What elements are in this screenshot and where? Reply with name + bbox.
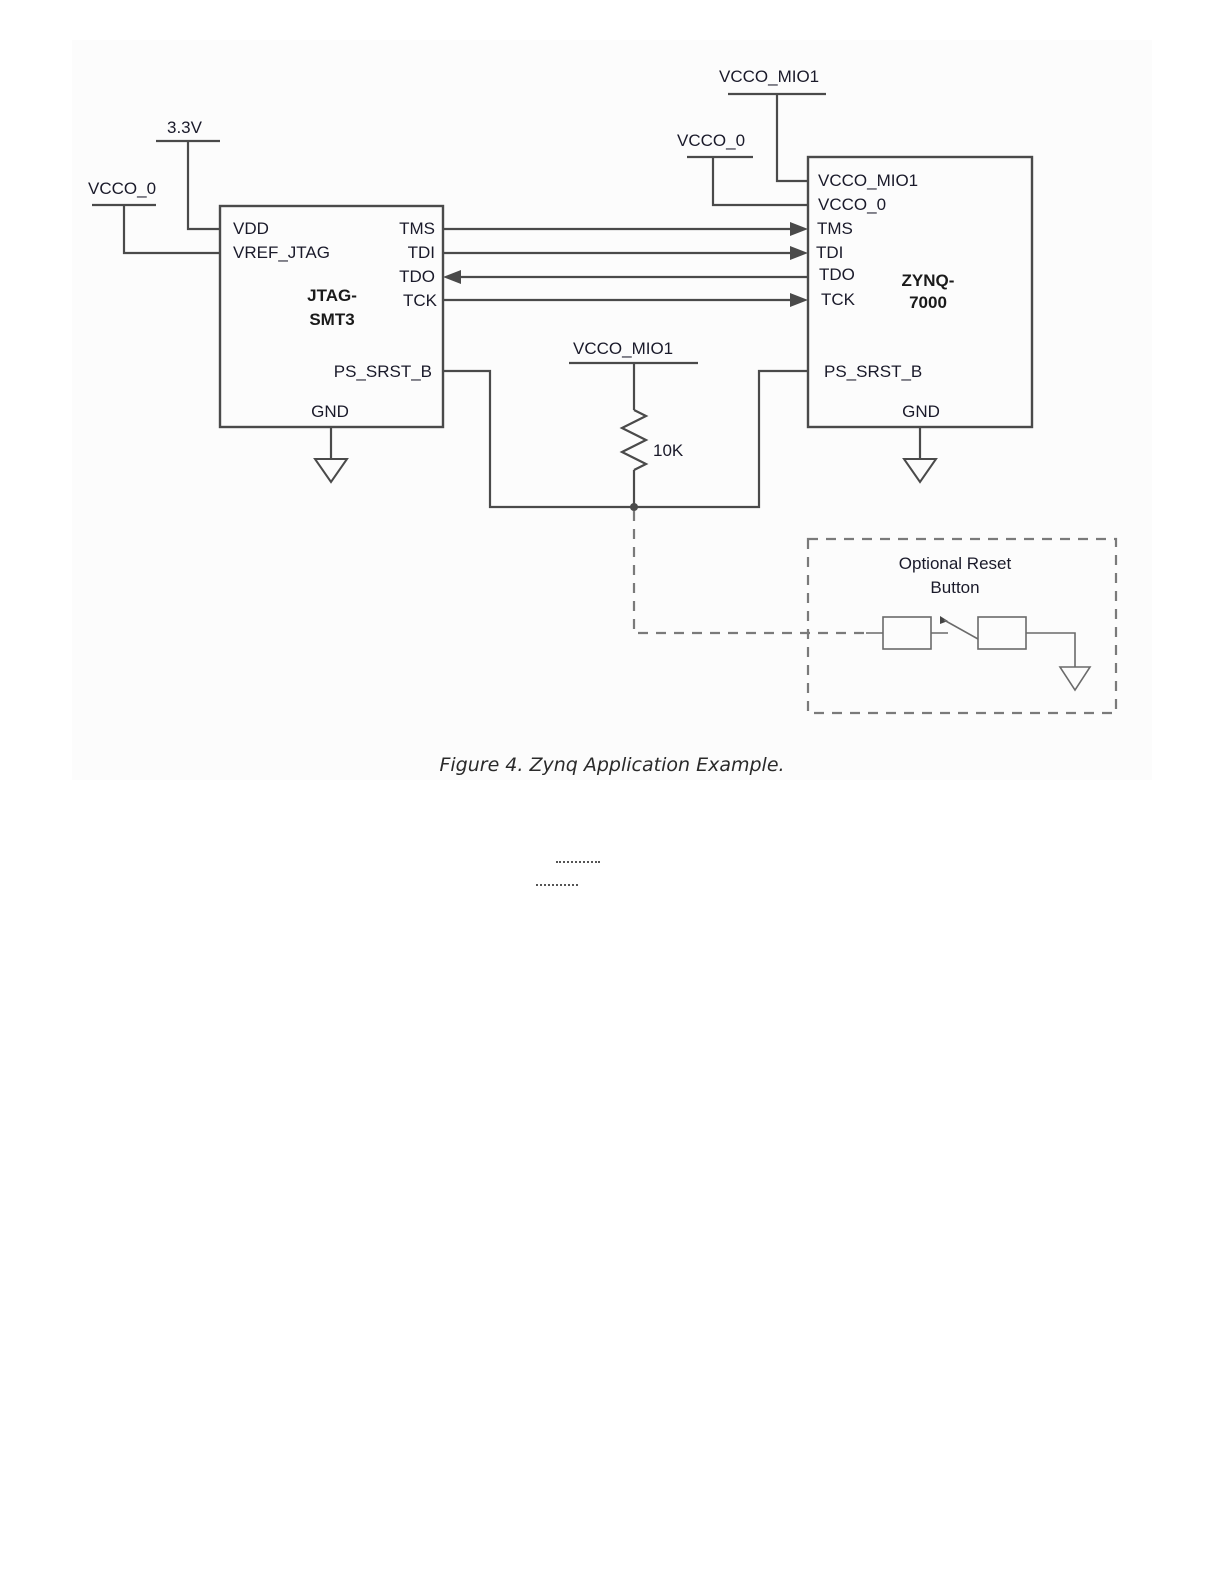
supply-label-vcco-mio1-top: VCCO_MIO1: [719, 67, 819, 86]
jtag-block-title-1: JTAG-: [307, 286, 357, 305]
switch-lever-icon: [943, 619, 979, 640]
zynq-pin-tdo: TDO: [819, 265, 855, 284]
zynq-pin-gnd: GND: [902, 402, 940, 421]
optional-block-title-1: Optional Reset: [899, 554, 1012, 573]
optional-reset-button-block: [806, 537, 1118, 715]
jtag-pin-tms: TMS: [399, 219, 435, 238]
supply-label-vcco-mio1-pullup: VCCO_MIO1: [573, 339, 673, 358]
resistor-icon: [619, 409, 649, 471]
zynq-pin-tdi: TDI: [816, 243, 843, 262]
resistor-value-label: 10K: [653, 441, 684, 460]
wire-vref: [122, 205, 220, 255]
figure-caption: Figure 4. Zynq Application Example.: [439, 754, 785, 776]
button-contact-right: [977, 616, 1027, 650]
jtag-block-title-2: SMT3: [309, 310, 354, 329]
zynq-jtag-schematic: 3.3V VCCO_0 VDD VREF_JTAG TMS TDI TDO TC…: [88, 67, 1118, 715]
supply-label-vcco0-left: VCCO_0: [88, 179, 156, 198]
button-lead-right: [1026, 632, 1076, 667]
wire-vcco-mio1: [775, 94, 808, 183]
jtag-pin-gnd: GND: [311, 402, 349, 421]
arrow-right-icon: [790, 293, 808, 307]
zynq-block-title-2: 7000: [909, 293, 947, 312]
jtag-pin-tdo: TDO: [399, 267, 435, 286]
zynq-pin-vcco-mio1: VCCO_MIO1: [818, 171, 918, 190]
reset-net-wire: [443, 369, 808, 509]
arrow-right-icon: [790, 246, 808, 260]
jtag-pin-vref: VREF_JTAG: [233, 243, 330, 262]
arrow-left-icon: [443, 270, 461, 284]
zynq-pin-vcco0: VCCO_0: [818, 195, 886, 214]
ground-icon: [313, 458, 349, 484]
ground-icon: [1058, 666, 1092, 692]
supply-label-vcco0-right: VCCO_0: [677, 131, 745, 150]
ground-icon: [902, 458, 938, 484]
optional-block-title-2: Button: [930, 578, 979, 597]
zynq-pin-ps-srst-b: PS_SRST_B: [824, 362, 922, 381]
zynq-pin-tms: TMS: [817, 219, 853, 238]
button-contact-left: [882, 616, 932, 650]
wire-vdd: [186, 141, 220, 231]
jtag-pin-vdd: VDD: [233, 219, 269, 238]
jtag-pin-tdi: TDI: [408, 243, 435, 262]
jtag-pin-tck: TCK: [403, 291, 438, 310]
optional-connection-dashed: [632, 511, 870, 635]
scan-artifact: [536, 884, 578, 888]
jtag-pin-ps-srst-b: PS_SRST_B: [334, 362, 432, 381]
scan-artifact: [556, 861, 600, 865]
junction-dot: [630, 503, 638, 511]
zynq-block-title-1: ZYNQ-: [902, 271, 955, 290]
zynq-pin-tck: TCK: [821, 290, 856, 309]
wire-vcco0: [711, 157, 808, 207]
arrow-right-icon: [790, 222, 808, 236]
figure-background: [72, 40, 1152, 780]
supply-label-3v3: 3.3V: [167, 118, 203, 137]
